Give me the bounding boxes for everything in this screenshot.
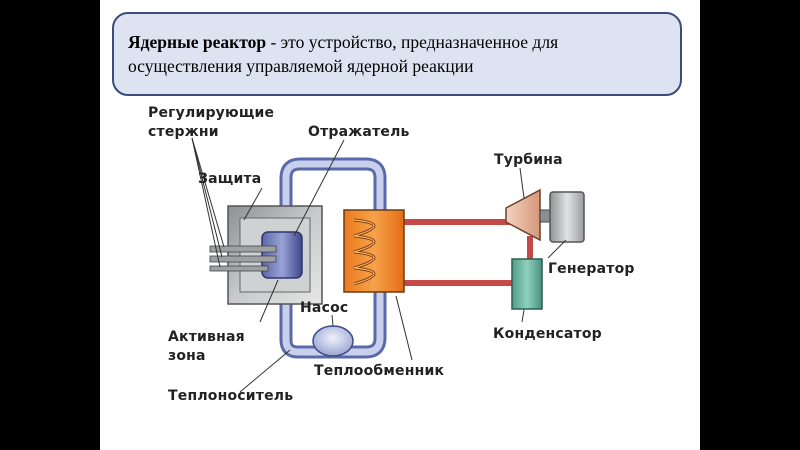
label-turbine: Турбина <box>494 152 563 168</box>
callout-definition: - это устройство, предназначенное для ос… <box>128 32 559 76</box>
pipe-from-condenser <box>404 280 516 286</box>
label-reflector: Отражатель <box>308 124 410 140</box>
label-generator: Генератор <box>548 261 635 277</box>
turbine <box>505 188 551 242</box>
condenser <box>511 258 543 310</box>
leader-lines <box>191 137 567 393</box>
callout-term: Ядерные реактор <box>128 32 267 52</box>
active-zone <box>261 231 303 279</box>
secondary-circuit-pipes <box>404 219 533 286</box>
label-active-zone-line1: Активная <box>168 329 245 345</box>
label-control-rods-line2: стержни <box>148 124 219 140</box>
pipe-turbine-to-condenser <box>527 236 533 260</box>
label-control-rods-line1: Регулирующие <box>148 105 274 121</box>
generator <box>549 191 585 243</box>
heat-exchanger <box>343 209 405 293</box>
label-shield: Защита <box>198 171 261 187</box>
labels: Регулирующие стержни Отражатель Защита Т… <box>148 105 635 404</box>
label-pump: Насос <box>300 300 348 316</box>
label-condenser: Конденсатор <box>493 326 602 342</box>
pipe-to-turbine <box>404 219 518 225</box>
definition-callout: Ядерные реактор - это устройство, предна… <box>112 12 682 96</box>
label-heat-exchanger: Теплообменник <box>314 363 444 379</box>
pump <box>312 325 354 357</box>
label-active-zone-line2: зона <box>168 348 206 364</box>
label-coolant: Теплоноситель <box>168 388 293 404</box>
control-rods <box>209 245 277 272</box>
